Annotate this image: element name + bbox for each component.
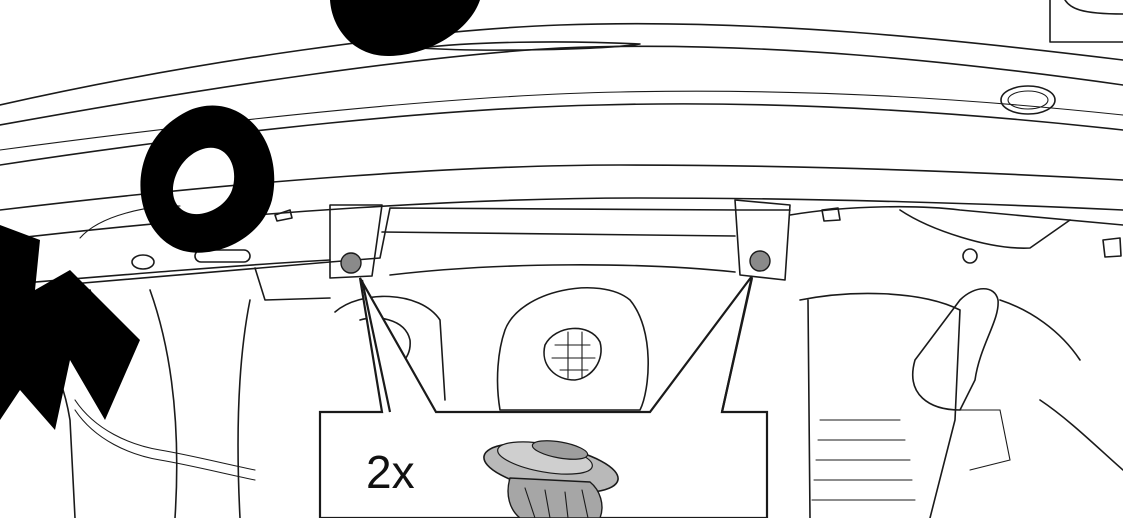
watermark-letter-o-upper xyxy=(330,0,480,57)
fastener-marker-right xyxy=(749,250,771,272)
watermark-letters xyxy=(0,0,480,430)
fastener-marker-left xyxy=(340,252,362,274)
callout-box: 2x xyxy=(318,275,769,518)
bumper-details xyxy=(419,0,1123,115)
push-pin-clip-icon xyxy=(483,440,619,518)
watermark-letter-o-lower xyxy=(140,105,275,253)
fastener-markers xyxy=(340,250,771,274)
watermark-letter-w xyxy=(0,225,140,430)
cross-member xyxy=(59,199,1123,301)
quantity-label: 2x xyxy=(366,446,415,498)
under-structure xyxy=(0,287,1123,518)
